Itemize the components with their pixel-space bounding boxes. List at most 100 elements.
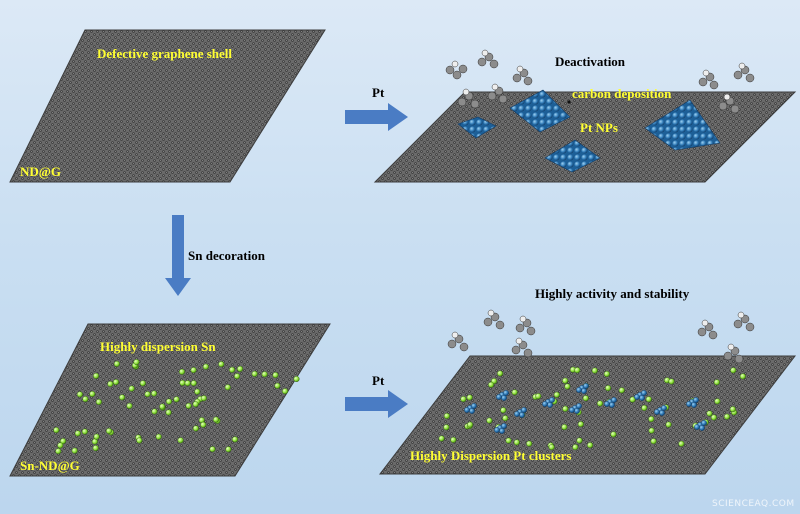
sn-atom <box>136 437 143 444</box>
pt-atom <box>503 390 509 396</box>
sn-atom <box>293 376 300 383</box>
sn-atom <box>526 440 533 447</box>
sn-atom <box>212 416 219 423</box>
sn-atom <box>610 431 617 438</box>
graphene-sheet-deactivated <box>373 91 797 183</box>
sn-atom <box>562 377 569 384</box>
sn-atom <box>133 359 140 366</box>
sn-atom <box>729 406 736 413</box>
pt-atom <box>611 397 617 403</box>
sn-atom <box>177 437 184 444</box>
sn-atom <box>282 388 289 395</box>
sn-atoms <box>53 359 300 455</box>
sn-atom <box>89 391 96 398</box>
label-defective-graphene-shell: Defective graphene shell <box>97 46 232 61</box>
sn-atom <box>234 373 241 380</box>
sn-atom <box>200 395 207 402</box>
pt-atom <box>693 397 699 403</box>
sn-atom <box>597 400 604 407</box>
sn-atom <box>192 401 199 408</box>
sn-atom <box>713 379 720 386</box>
sn-atom <box>229 366 236 373</box>
arrow-down-icon <box>165 215 191 296</box>
sn-atom <box>165 398 172 405</box>
sn-atom <box>60 438 67 445</box>
sn-atom <box>155 433 162 440</box>
watermark: SCIENCEAQ.COM <box>712 499 795 509</box>
sn-atom <box>678 440 685 447</box>
sn-atom <box>185 402 192 409</box>
sn-atom <box>561 424 568 431</box>
sn-atom <box>272 372 279 379</box>
pt-atom <box>576 387 582 393</box>
pt-atom <box>471 403 477 409</box>
sn-atom <box>202 363 209 370</box>
sn-atom <box>126 402 133 409</box>
pt-atom <box>499 428 505 434</box>
sn-atom <box>55 448 62 455</box>
panel-bottom-left: Highly dispersion Sn Sn-ND@G <box>9 323 331 477</box>
sn-atom <box>650 438 657 445</box>
sn-atom <box>159 403 166 410</box>
sn-atom <box>81 428 88 435</box>
pt-atom <box>547 402 553 408</box>
sn-atom <box>497 370 504 377</box>
label-deactivation: Deactivation <box>555 54 626 69</box>
sn-atom <box>641 404 648 411</box>
sn-atom <box>591 367 598 374</box>
sn-atom <box>92 445 99 452</box>
pt-atom <box>576 403 582 409</box>
sn-atom <box>184 380 191 387</box>
pt-atom <box>691 402 697 408</box>
sn-atom <box>562 405 569 412</box>
pt-atom <box>661 405 667 411</box>
sn-atom <box>648 427 655 434</box>
sn-atom <box>200 421 207 428</box>
sn-atom <box>151 390 158 397</box>
sn-atom <box>53 427 60 434</box>
sn-atom <box>128 385 135 392</box>
sn-atom <box>190 380 197 387</box>
sn-atom <box>107 381 114 388</box>
sn-atom <box>564 383 571 390</box>
panel-top-right: Deactivation carbon deposition Pt NPs <box>373 49 797 183</box>
sn-atom <box>467 421 474 428</box>
sn-atom <box>665 421 672 428</box>
sn-atom <box>582 395 589 402</box>
sn-atom <box>730 367 737 374</box>
pt-atom <box>694 424 700 430</box>
sn-atom <box>209 446 216 453</box>
sn-atom <box>438 435 445 442</box>
label-carbon-deposition: carbon deposition <box>572 86 672 101</box>
sn-atom <box>535 393 542 400</box>
label-highly-dispersion-pt-clusters: Highly Dispersion Pt clusters <box>410 448 571 463</box>
sn-atom <box>76 391 83 398</box>
pt-atom <box>514 411 520 417</box>
sn-atom <box>513 439 520 446</box>
sn-atom <box>261 371 268 378</box>
sn-atom <box>706 410 713 417</box>
sn-atom <box>82 396 89 403</box>
sn-atom <box>648 416 655 423</box>
carbon-deposition-marker <box>567 100 571 104</box>
arrow-pt-top: Pt <box>345 85 408 131</box>
sn-atom <box>739 373 746 380</box>
pt-nanoparticle <box>509 89 571 133</box>
sn-atom <box>605 385 612 392</box>
pt-atom <box>583 383 589 389</box>
pt-atom <box>494 427 500 433</box>
sn-atom <box>190 367 197 374</box>
pt-atom <box>686 401 692 407</box>
sn-atom <box>112 379 119 386</box>
panel-bottom-right: Highly activity and stability Highly Dis… <box>378 286 797 475</box>
sn-atom <box>466 394 473 401</box>
pt-atom <box>641 390 647 396</box>
sn-atom <box>486 417 493 424</box>
sn-atom <box>629 396 636 403</box>
pt-atom <box>659 410 665 416</box>
sn-atom <box>119 394 126 401</box>
sn-atom <box>178 368 185 375</box>
arrow-right-icon <box>345 390 408 418</box>
pt-atom <box>496 394 502 400</box>
